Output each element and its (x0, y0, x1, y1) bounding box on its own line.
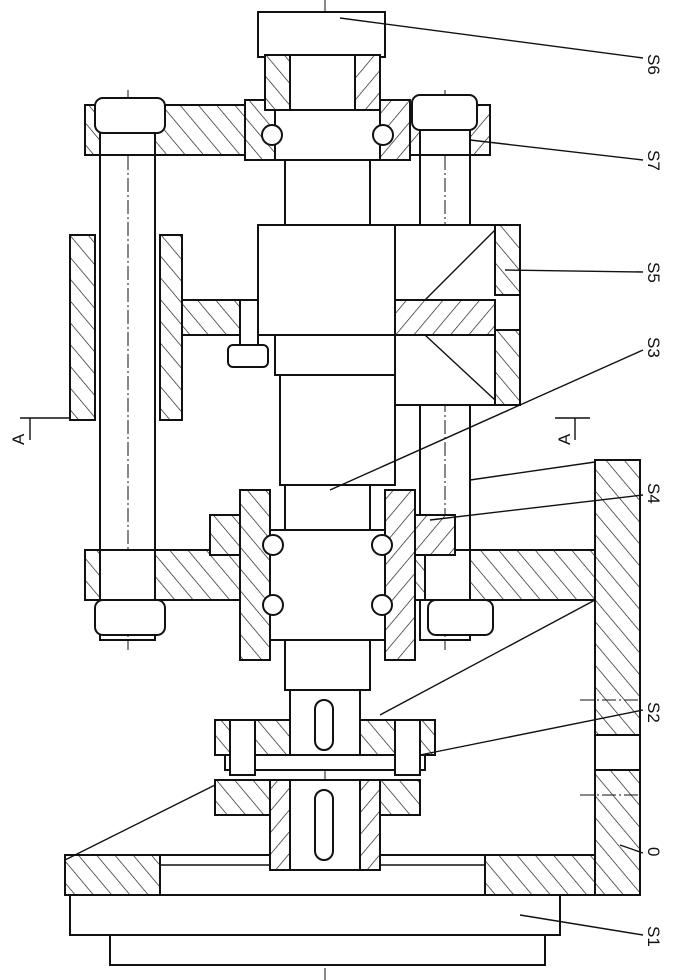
label-s6: S6 (644, 54, 663, 75)
label-s5: S5 (644, 262, 663, 283)
coupling-s2 (214, 689, 436, 776)
leader-lines (329, 17, 644, 936)
upper-plate-s7 (84, 94, 491, 156)
shaft-collar-s3 (284, 484, 371, 531)
section-label-a-left: A (9, 433, 28, 445)
label-s1: S1 (644, 926, 663, 947)
block-s5 (394, 224, 521, 406)
base-plate-s1 (69, 894, 561, 966)
lower-plate (84, 549, 596, 636)
label-0: 0 (644, 847, 663, 856)
bearing-housing-s4 (209, 484, 456, 661)
top-bearing (244, 99, 411, 161)
bottom-flange (214, 779, 421, 871)
top-cap-s6 (257, 11, 386, 111)
label-s7: S7 (644, 150, 663, 171)
left-housing (69, 234, 269, 421)
label-s4: S4 (644, 483, 663, 504)
section-label-a-right: A (555, 433, 574, 445)
label-s2: S2 (644, 702, 663, 723)
label-s3: S3 (644, 337, 663, 358)
section-marks: A A (9, 417, 590, 445)
